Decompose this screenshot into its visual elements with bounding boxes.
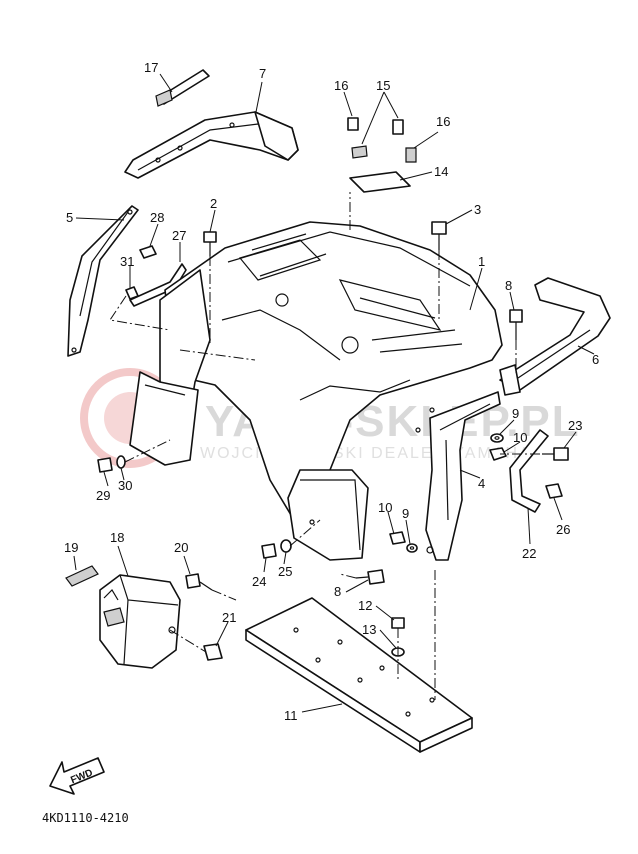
part-7-rear-rail[interactable] (124, 111, 299, 179)
left-inner-panel (129, 371, 199, 466)
callout-labels: 17 7 16 15 16 14 5 2 28 27 31 3 1 8 6 9 … (64, 60, 599, 723)
callout-20: 20 (174, 540, 188, 555)
part-8-bolt-upper[interactable] (509, 309, 523, 340)
callout-10-upper: 10 (513, 430, 527, 445)
watermark-subtitle: WOJCIECHOWSKI DEALER YAMAHA (200, 445, 532, 462)
part-27-bracket[interactable] (129, 263, 187, 307)
alignment-lines (109, 192, 540, 700)
callout-19: 19 (64, 540, 78, 555)
part-6-right-rail[interactable] (499, 277, 611, 396)
part-3-bolt[interactable] (431, 221, 447, 250)
callout-10-lower: 10 (378, 500, 392, 515)
callout-22: 22 (522, 546, 536, 561)
part-9-washer-upper[interactable] (490, 433, 504, 443)
callout-16-left: 16 (334, 78, 348, 93)
callout-29: 29 (96, 488, 110, 503)
callout-26: 26 (556, 522, 570, 537)
leader-lines (73, 73, 595, 713)
part-31-nut[interactable] (125, 286, 139, 300)
callout-16-right: 16 (436, 114, 450, 129)
fwd-arrow: FWD (49, 757, 105, 795)
callout-14: 14 (434, 164, 448, 179)
callout-25: 25 (278, 564, 292, 579)
part-1-rear-fender[interactable] (159, 221, 503, 561)
part-30-washer[interactable] (116, 455, 126, 469)
callout-1: 1 (478, 254, 485, 269)
callout-23: 23 (568, 418, 582, 433)
callout-3: 3 (474, 202, 481, 217)
callout-12: 12 (358, 598, 372, 613)
part-9-washer-lower[interactable] (406, 543, 418, 553)
callout-11: 11 (284, 708, 298, 723)
part-29-bolt[interactable] (97, 457, 113, 473)
part-11-under-plate[interactable] (245, 597, 473, 753)
callout-8-upper: 8 (505, 278, 512, 293)
callout-17: 17 (144, 60, 158, 75)
part-19-clip[interactable] (65, 565, 99, 587)
callout-30: 30 (118, 478, 132, 493)
callout-9-upper: 9 (512, 406, 519, 421)
callout-2: 2 (210, 196, 217, 211)
part-23-bolt[interactable] (542, 447, 569, 461)
callout-24: 24 (252, 574, 266, 589)
part-26-nut[interactable] (545, 483, 563, 499)
part-18-toolbox[interactable] (99, 574, 181, 669)
part-25-washer[interactable] (280, 539, 292, 553)
part-28-bolt[interactable] (139, 245, 157, 259)
callout-28: 28 (150, 210, 164, 225)
callout-31: 31 (120, 254, 134, 269)
part-2-bolt[interactable] (203, 231, 217, 256)
callout-21: 21 (222, 610, 236, 625)
callout-13: 13 (362, 622, 376, 637)
part-22-bracket[interactable] (509, 429, 549, 513)
diagram-code: 4KD1110-4210 (42, 811, 129, 825)
callout-18: 18 (110, 530, 124, 545)
callout-4: 4 (478, 476, 485, 491)
part-14-mat[interactable] (349, 171, 411, 193)
callout-7: 7 (259, 66, 266, 81)
callout-27: 27 (172, 228, 186, 243)
part-21-nut[interactable] (203, 643, 223, 661)
callout-5: 5 (66, 210, 73, 225)
part-12-bolt[interactable] (391, 617, 405, 629)
callout-6: 6 (592, 352, 599, 367)
part-10-nut-lower[interactable] (389, 531, 406, 545)
callout-15: 15 (376, 78, 390, 93)
part-4-right-mudflap[interactable] (425, 391, 501, 561)
part-20-bolt[interactable] (185, 573, 213, 591)
part-24-bolt[interactable] (261, 543, 277, 559)
part-17-strap[interactable] (155, 69, 210, 107)
part-16-pad-left[interactable] (347, 117, 359, 131)
callout-9-lower: 9 (402, 506, 409, 521)
callout-8-lower: 8 (334, 584, 341, 599)
part-10-nut-upper[interactable] (489, 447, 507, 461)
part-15-pads[interactable] (351, 119, 404, 159)
part-16-pad-right[interactable] (405, 147, 417, 163)
part-8-bolt-lower[interactable] (355, 569, 385, 585)
part-5-left-mudflap[interactable] (67, 205, 139, 357)
